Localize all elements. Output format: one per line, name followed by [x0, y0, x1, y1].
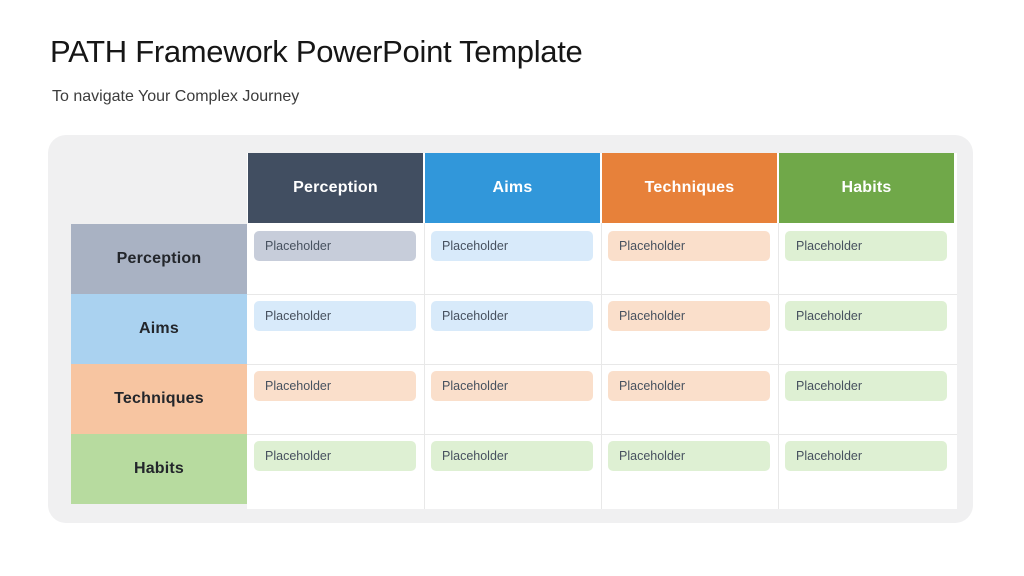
placeholder-chip[interactable]: Placeholder: [431, 301, 593, 331]
grid-vertical-divider: [778, 223, 779, 509]
placeholder-chip[interactable]: Placeholder: [785, 371, 947, 401]
placeholder-chip[interactable]: Placeholder: [431, 371, 593, 401]
row-header-perception: Perception: [71, 224, 247, 294]
cell-aims-aims: Placeholder: [425, 294, 600, 364]
placeholder-chip[interactable]: Placeholder: [254, 441, 416, 471]
cell-habits-aims: Placeholder: [425, 434, 600, 509]
column-header-techniques: Techniques: [602, 153, 777, 223]
cell-habits-perception: Placeholder: [248, 434, 423, 509]
cell-aims-habits: Placeholder: [779, 294, 954, 364]
cell-perception-techniques: Placeholder: [602, 224, 777, 294]
placeholder-chip[interactable]: Placeholder: [785, 231, 947, 261]
cell-habits-techniques: Placeholder: [602, 434, 777, 509]
placeholder-chip[interactable]: Placeholder: [608, 441, 770, 471]
placeholder-chip[interactable]: Placeholder: [608, 301, 770, 331]
grid-horizontal-divider: [247, 364, 957, 365]
cell-habits-habits: Placeholder: [779, 434, 954, 509]
cell-aims-perception: Placeholder: [248, 294, 423, 364]
cell-perception-habits: Placeholder: [779, 224, 954, 294]
row-header-habits: Habits: [71, 434, 247, 504]
cell-perception-perception: Placeholder: [248, 224, 423, 294]
placeholder-chip[interactable]: Placeholder: [608, 371, 770, 401]
grid-vertical-divider: [601, 223, 602, 509]
placeholder-chip[interactable]: Placeholder: [785, 301, 947, 331]
grid-vertical-divider: [424, 223, 425, 509]
cell-techniques-perception: Placeholder: [248, 364, 423, 434]
page-subtitle: To navigate Your Complex Journey: [52, 88, 300, 105]
row-header-techniques: Techniques: [71, 364, 247, 434]
placeholder-chip[interactable]: Placeholder: [608, 231, 770, 261]
placeholder-chip[interactable]: Placeholder: [254, 371, 416, 401]
cell-aims-techniques: Placeholder: [602, 294, 777, 364]
cell-techniques-habits: Placeholder: [779, 364, 954, 434]
cell-perception-aims: Placeholder: [425, 224, 600, 294]
column-header-perception: Perception: [248, 153, 423, 223]
cell-techniques-aims: Placeholder: [425, 364, 600, 434]
page-title: PATH Framework PowerPoint Template: [50, 34, 583, 69]
grid-horizontal-divider: [247, 434, 957, 435]
row-header-aims: Aims: [71, 294, 247, 364]
column-header-aims: Aims: [425, 153, 600, 223]
placeholder-chip[interactable]: Placeholder: [254, 231, 416, 261]
placeholder-chip[interactable]: Placeholder: [254, 301, 416, 331]
placeholder-chip[interactable]: Placeholder: [785, 441, 947, 471]
cell-techniques-techniques: Placeholder: [602, 364, 777, 434]
placeholder-chip[interactable]: Placeholder: [431, 441, 593, 471]
column-header-habits: Habits: [779, 153, 954, 223]
grid-horizontal-divider: [247, 294, 957, 295]
placeholder-chip[interactable]: Placeholder: [431, 231, 593, 261]
